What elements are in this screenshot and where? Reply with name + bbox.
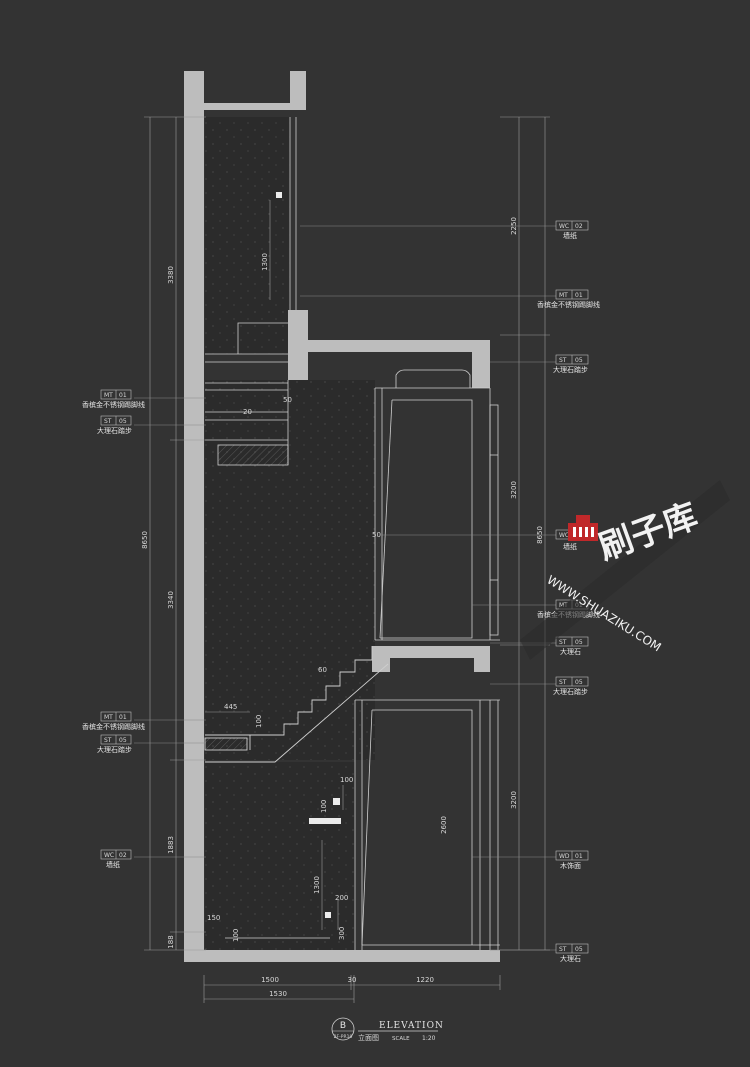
title-sheet: 2F-PR10 (334, 1034, 353, 1040)
right-tag-num: 01 (575, 292, 583, 299)
left-tag-num: 01 (119, 714, 127, 721)
right-tag-num: 02 (575, 223, 583, 230)
dim-small-50a: 50 (283, 396, 292, 404)
dim-left-upper: 3380 (167, 266, 175, 284)
title-mark: B (340, 1021, 346, 1031)
right-tag-code: ST (559, 639, 567, 646)
watermark: 刷子库 WWW.SHUAZIKU.COM (520, 480, 730, 660)
right-tag-num: 05 (575, 946, 583, 953)
dimension-texts: 8650 3380 3340 1883 188 1300 1300 2250 3… (141, 217, 544, 998)
right-tag-label: 香槟金不锈钢踢脚线 (537, 300, 600, 309)
dim-small-100c: 100 (255, 715, 263, 728)
left-tag-code: MT (104, 714, 113, 721)
right-tag-code: ST (559, 357, 567, 364)
dim-bottom-total: 1530 (269, 990, 287, 998)
stair-profile (204, 646, 389, 763)
right-tag-label: 大理石踏步 (553, 687, 588, 696)
right-tag-num: 05 (575, 679, 583, 686)
left-tag-label: 墙纸 (106, 860, 120, 869)
left-tag-label: 香槟金不锈钢踢脚线 (82, 400, 145, 409)
dim-upper-panel: 1300 (261, 253, 269, 271)
dim-small-100d: 100 (232, 929, 240, 942)
right-tag-label: 木饰面 (560, 861, 581, 870)
right-tag-code: MT (559, 292, 568, 299)
dim-small-200: 200 (335, 894, 348, 902)
left-callout-texts: MT 01 香槟金不锈钢踢脚线 ST 05 大理石踏步 MT 01 香槟金不锈钢… (82, 392, 145, 869)
right-tag-num: 01 (575, 853, 583, 860)
left-tag-num: 05 (119, 737, 127, 744)
left-tag-label: 香槟金不锈钢踢脚线 (82, 722, 145, 731)
dim-tread-width: 445 (224, 703, 237, 711)
left-tag-code: WC (104, 852, 114, 859)
dim-small-50b: 50 (372, 531, 381, 539)
dim-right-total: 8650 (536, 526, 544, 544)
dim-small-60: 60 (318, 666, 327, 674)
left-tag-label: 大理石踏步 (97, 426, 132, 435)
title-subtitle: 立面图 (358, 1033, 379, 1042)
left-tag-code: ST (104, 737, 112, 744)
title-scale-value: 1:20 (422, 1035, 436, 1042)
dim-small-150: 150 (207, 914, 220, 922)
watermark-brush-icon (568, 515, 598, 541)
upper-cabinet (374, 369, 500, 641)
left-tag-num: 02 (119, 852, 127, 859)
right-tag-code: WC (559, 532, 569, 539)
right-tag-code: ST (559, 679, 567, 686)
right-tag-label: 大理石踏步 (553, 365, 588, 374)
dim-right-top: 2250 (510, 217, 518, 235)
right-tag-num: 05 (575, 639, 583, 646)
right-tag-code: WC (559, 223, 569, 230)
right-tag-code: WD (559, 853, 570, 860)
right-tag-label: 大理石 (560, 647, 581, 656)
left-tag-code: ST (104, 418, 112, 425)
left-tag-num: 05 (119, 418, 127, 425)
title-scale-label: SCALE (392, 1036, 410, 1042)
wall-fields (205, 117, 375, 950)
dim-left-lower: 1883 (167, 836, 175, 854)
fixtures (225, 192, 341, 939)
structural-walls (184, 71, 500, 962)
dim-bottom-right: 1220 (416, 976, 434, 984)
dim-left-middle: 3340 (167, 591, 175, 609)
right-tag-num: 05 (575, 357, 583, 364)
right-tag-label: 墙纸 (563, 231, 577, 240)
title-block: B 2F-PR10 ELEVATION 立面图 SCALE 1:20 (331, 1017, 444, 1042)
left-tag-label: 大理石踏步 (97, 745, 132, 754)
dim-left-total: 8650 (141, 531, 149, 549)
left-tag-code: MT (104, 392, 113, 399)
right-tag-label: 大理石 (560, 954, 581, 963)
dim-right-upper: 3200 (510, 481, 518, 499)
dim-right-lower: 3200 (510, 791, 518, 809)
title-name: ELEVATION (379, 1021, 444, 1031)
lower-cabinet (354, 699, 500, 950)
dim-cabinet-height: 2600 (440, 816, 448, 834)
left-tag-num: 01 (119, 392, 127, 399)
dim-small-300: 300 (338, 927, 346, 940)
left-callouts (100, 389, 132, 860)
dim-small-20: 20 (243, 408, 252, 416)
upper-landing (205, 117, 297, 466)
dimension-lines (144, 116, 550, 1003)
dim-small-100a: 100 (340, 776, 353, 784)
right-tag-label: 墙纸 (563, 542, 577, 551)
dim-small-100b: 100 (320, 800, 328, 813)
dim-bottom-gap: 30 (348, 976, 357, 984)
dim-bottom-left: 1500 (261, 976, 279, 984)
right-tag-code: ST (559, 946, 567, 953)
dim-lower-panel: 1300 (313, 876, 321, 894)
dim-left-base: 188 (167, 935, 175, 948)
